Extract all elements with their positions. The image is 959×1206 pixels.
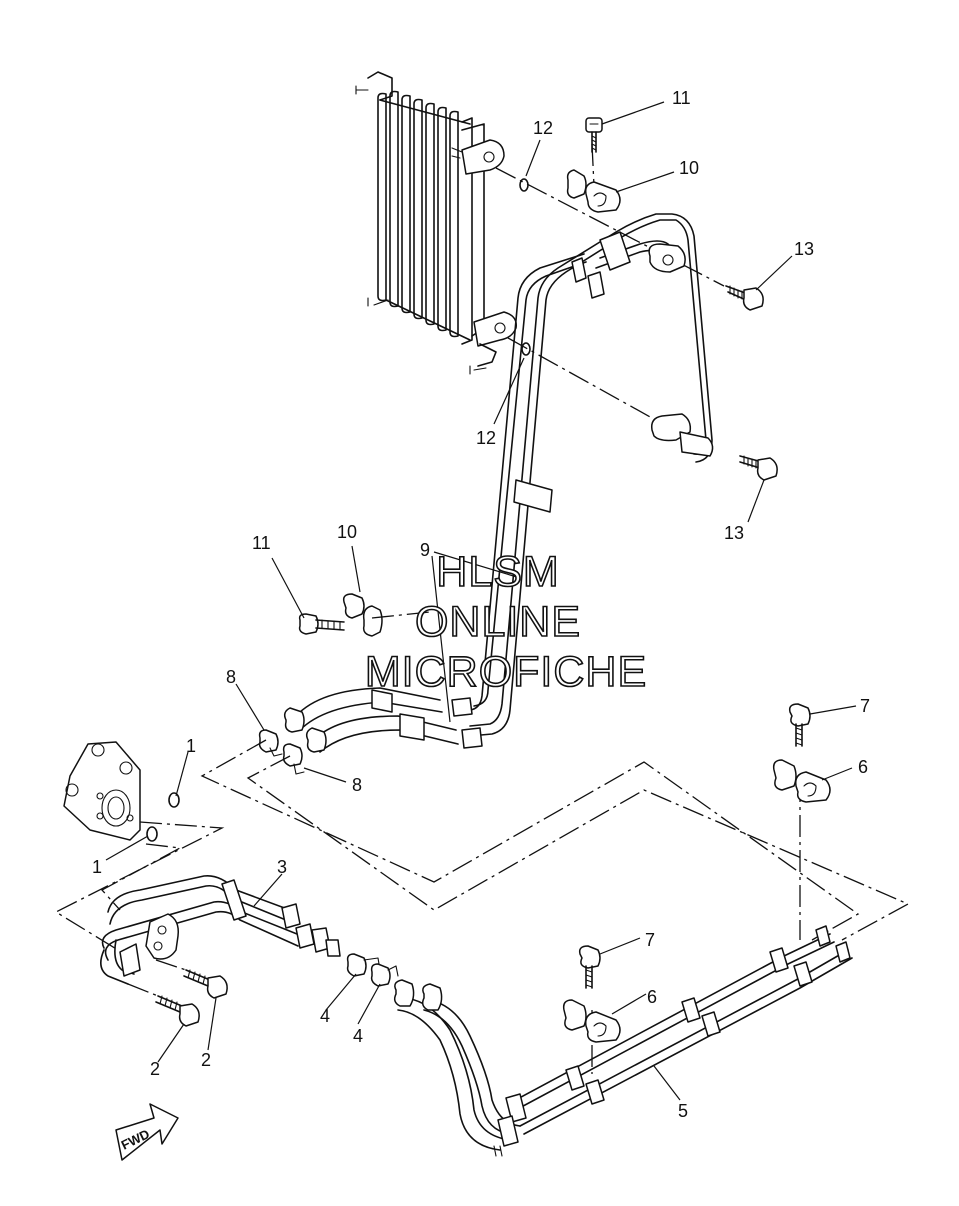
oil-cooler <box>355 71 517 375</box>
oil-hose-engine-side <box>283 687 459 753</box>
callouts: 12 11 10 13 12 13 9 11 10 8 8 1 1 3 7 6 … <box>92 88 870 1121</box>
callout-9: 9 <box>420 540 430 560</box>
o-ring-1-lower <box>146 826 158 842</box>
callout-8-lower: 8 <box>352 775 362 795</box>
watermark-line-1: HLSM <box>436 548 559 596</box>
callout-13-lower: 13 <box>724 523 744 543</box>
callout-4-right: 4 <box>353 1026 363 1046</box>
clamp-6-lower <box>562 999 621 1043</box>
bolt-2-right <box>183 969 228 999</box>
callout-2-left: 2 <box>150 1059 160 1079</box>
bolt-13-lower <box>739 455 778 481</box>
bolt-upper <box>585 117 603 153</box>
fwd-arrow-icon: FWD <box>115 1103 179 1161</box>
callout-12-lower: 12 <box>476 428 496 448</box>
watermark-line-2: ONLINE <box>415 598 581 646</box>
callout-10-middle: 10 <box>337 522 357 542</box>
callout-5: 5 <box>678 1101 688 1121</box>
o-ring-lower <box>521 342 531 356</box>
bolt-7-upper <box>788 703 811 747</box>
callout-6-lower: 6 <box>647 987 657 1007</box>
callout-11-middle: 11 <box>252 533 271 553</box>
callout-1-upper: 1 <box>186 736 196 756</box>
o-ring-1-upper <box>168 792 180 808</box>
oil-hose-upper <box>451 213 714 749</box>
fitting-4-lower <box>370 963 399 987</box>
bolt-7-lower <box>578 945 601 989</box>
bolt-middle <box>298 613 345 635</box>
callout-7-lower: 7 <box>645 930 655 950</box>
callout-1-lower: 1 <box>92 857 102 877</box>
engine-cover <box>63 741 141 841</box>
bolt-2-left <box>155 995 200 1027</box>
fitting-8-upper <box>258 729 283 757</box>
clamp-upper <box>566 169 621 213</box>
bolt-13-upper <box>725 285 764 311</box>
oil-hose-5 <box>393 925 853 1157</box>
callout-4-left: 4 <box>320 1006 330 1026</box>
callout-8-upper: 8 <box>226 667 236 687</box>
watermark-line-3: MICROFICHE <box>365 648 647 696</box>
callout-6-upper: 6 <box>858 757 868 777</box>
clamp-6-upper <box>772 759 831 803</box>
callout-7-upper: 7 <box>860 696 870 716</box>
fitting-8-lower <box>282 743 305 775</box>
oil-pipe-3 <box>100 874 341 985</box>
callout-3: 3 <box>277 857 287 877</box>
watermark: HLSM ONLINE MICROFICHE <box>364 547 647 697</box>
callout-11-upper: 11 <box>672 88 691 108</box>
clamp-middle <box>342 593 383 637</box>
callout-12-upper: 12 <box>533 118 553 138</box>
leader-lines <box>105 101 857 1101</box>
callout-13-upper: 13 <box>794 239 814 259</box>
callout-10-upper: 10 <box>679 158 699 178</box>
callout-2-right: 2 <box>201 1050 211 1070</box>
